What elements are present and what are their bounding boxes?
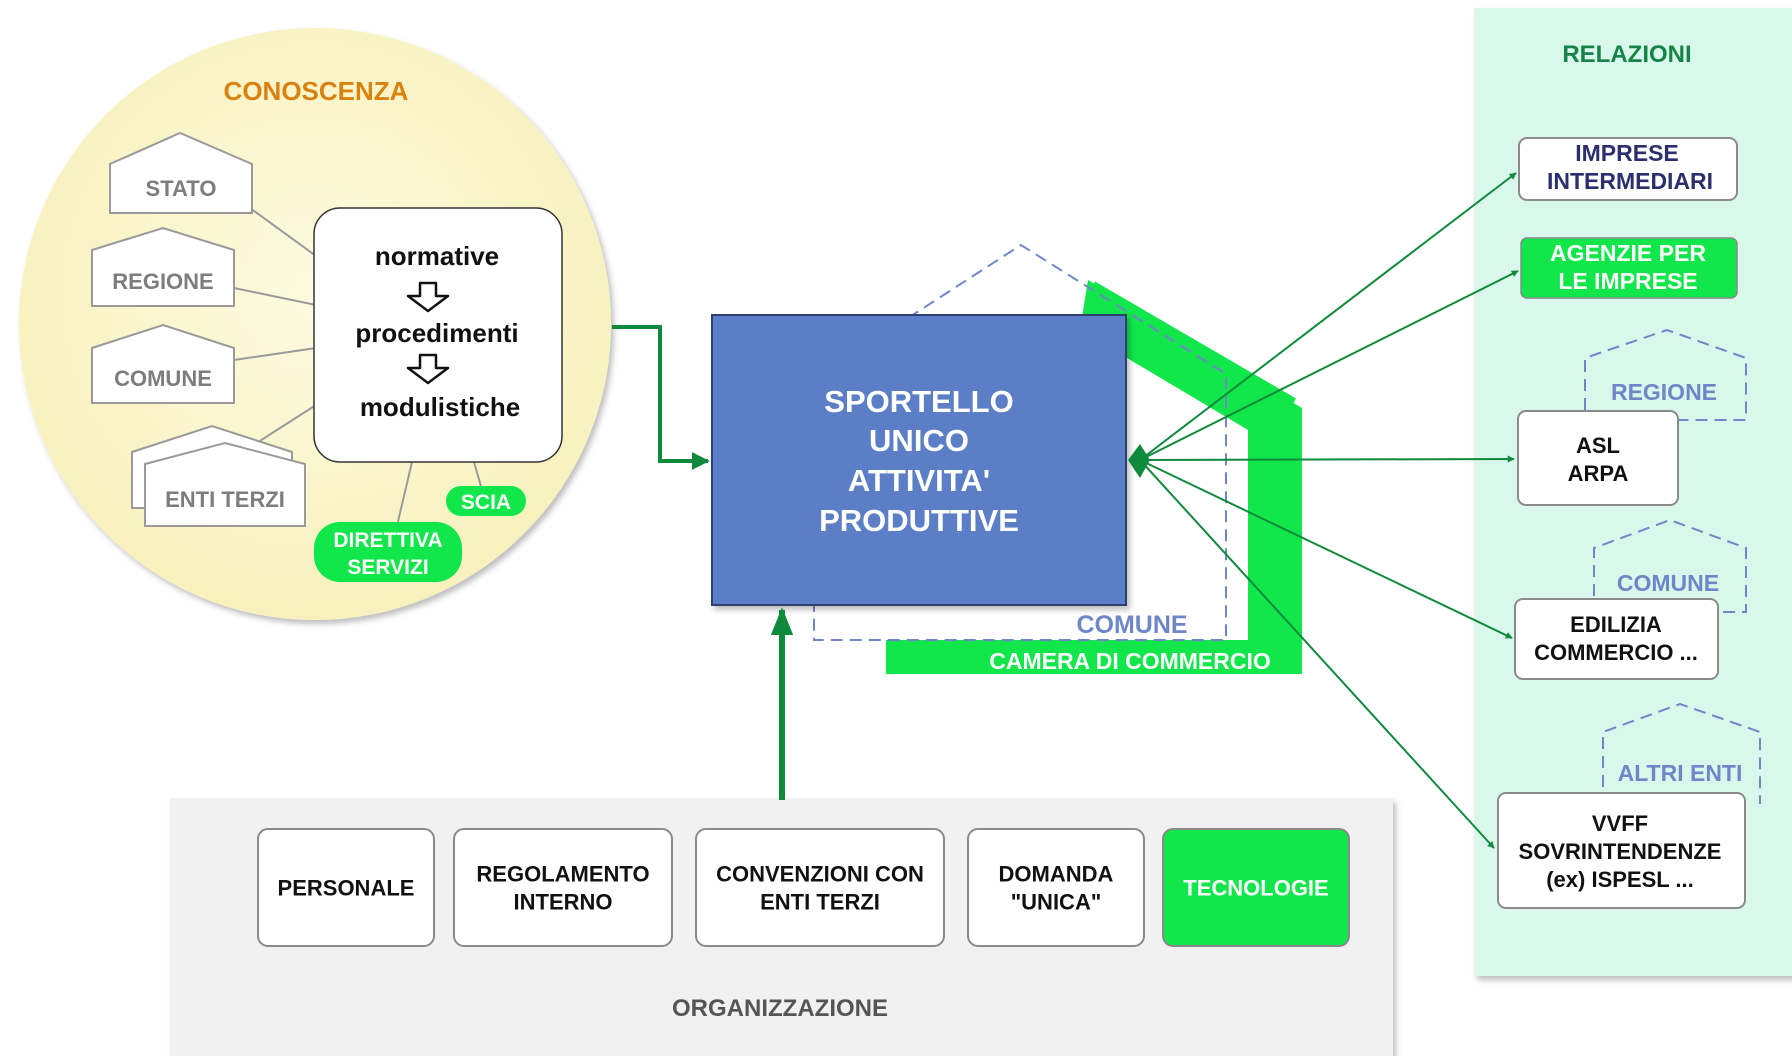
modulistiche-label: modulistiche: [360, 392, 520, 422]
org-item-0: PERSONALE: [257, 828, 435, 947]
comune-relazioni-house: COMUNE: [1593, 518, 1747, 613]
comune-relazioni-label: COMUNE: [1617, 570, 1719, 596]
source-comune-label: COMUNE: [114, 366, 212, 391]
arrows-origin-icon: [1128, 444, 1150, 478]
org-item-label: PERSONALE: [278, 876, 415, 901]
comune-house: COMUNE: [813, 243, 1227, 641]
relazioni-title: RELAZIONI: [1562, 41, 1691, 68]
edilizia-box: EDILIZIA COMMERCIO ...: [1514, 598, 1719, 680]
agenzie-line-1: AGENZIE PER: [1550, 240, 1706, 266]
arrow-to-vvff: [1139, 459, 1495, 849]
org-item-label: TECNOLOGIE: [1183, 876, 1328, 901]
source-stato: STATO: [109, 131, 253, 214]
asl-line-2: ARPA: [1568, 461, 1629, 486]
source-regione: REGIONE: [91, 226, 235, 307]
sportello-line-2: UNICO: [869, 423, 969, 458]
organizzazione-panel: ORGANIZZAZIONE PERSONALE REGOLAMENTO INTER…: [170, 798, 1393, 1056]
normative-box: normative procedimenti modulistiche: [313, 207, 563, 463]
org-item-1: REGOLAMENTO INTERNO: [453, 828, 673, 947]
sportello-box: SPORTELLO UNICO ATTIVITA' PRODUTTIVE: [711, 314, 1127, 606]
org-item-label: REGOLAMENTO: [476, 862, 649, 887]
org-item-box: [967, 828, 1145, 947]
scia-label: SCIA: [461, 491, 511, 514]
conoscenza-circle: CONOSCENZA STATO REGIONE COMUNE: [19, 28, 611, 620]
imprese-line-1: IMPRESE: [1575, 140, 1679, 166]
edilizia-line-1: EDILIZIA: [1570, 612, 1662, 637]
sportello-line-1: SPORTELLO: [824, 384, 1013, 419]
org-item-4: TECNOLOGIE: [1162, 828, 1350, 947]
source-enti-terzi-label: ENTI TERZI: [165, 487, 285, 512]
sportello-line-3: ATTIVITA': [848, 463, 990, 498]
comune-house-label: COMUNE: [1076, 611, 1187, 639]
vvff-line-1: VVFF: [1592, 811, 1648, 836]
org-item-label: INTERNO: [514, 890, 613, 915]
imprese-line-2: INTERMEDIARI: [1547, 168, 1713, 194]
sportello-line-4: PRODUTTIVE: [819, 503, 1019, 538]
org-item-label: DOMANDA: [999, 862, 1114, 887]
org-item-label: ENTI TERZI: [760, 890, 880, 915]
organizzazione-items: PERSONALE REGOLAMENTO INTERNO CONVENZIONI C…: [257, 828, 1350, 947]
org-item-box: [695, 828, 945, 947]
agenzie-box: AGENZIE PER LE IMPRESE: [1520, 237, 1738, 299]
down-arrow-icon: [406, 281, 450, 313]
organizzazione-title: ORGANIZZAZIONE: [672, 995, 888, 1022]
vvff-line-3: (ex) ISPESL ...: [1546, 867, 1694, 892]
org-item-label: CONVENZIONI CON: [716, 862, 924, 887]
flow-arrows: [612, 172, 1519, 849]
down-arrow-icon: [406, 353, 450, 385]
org-item-box: [453, 828, 673, 947]
org-item-3: DOMANDA "UNICA": [967, 828, 1145, 947]
arrow-to-asl: [1139, 455, 1515, 463]
regione-house: REGIONE: [1584, 328, 1747, 421]
source-regione-label: REGIONE: [112, 269, 213, 294]
org-item-2: CONVENZIONI CON ENTI TERZI: [695, 828, 945, 947]
asl-line-1: ASL: [1576, 433, 1620, 458]
org-item-box: [1162, 828, 1350, 947]
direttiva-servizi-tag: DIRETTIVA SERVIZI: [314, 522, 462, 582]
altri-enti-house: ALTRI ENTI: [1602, 702, 1761, 804]
source-connectors: [233, 207, 483, 531]
arrow-to-edilizia: [1139, 459, 1513, 639]
arrow-to-imprese: [1139, 172, 1517, 461]
direttiva-label: DIRETTIVA: [333, 529, 442, 552]
camera-commercio-house: CAMERA DI COMMERCIO: [886, 280, 1302, 674]
servizi-label: SERVIZI: [347, 556, 428, 579]
conoscenza-to-sportello-arrow: [612, 325, 710, 470]
agenzie-line-2: LE IMPRESE: [1558, 268, 1697, 294]
vvff-box: VVFF SOVRINTENDENZE (ex) ISPESL ...: [1497, 792, 1746, 909]
scia-tag: SCIA: [446, 486, 526, 516]
imprese-box: IMPRESE INTERMEDIARI: [1518, 137, 1738, 201]
org-item-label: "UNICA": [1011, 890, 1102, 915]
altri-enti-label: ALTRI ENTI: [1618, 760, 1743, 786]
edilizia-line-2: COMMERCIO ...: [1534, 640, 1698, 665]
conoscenza-title: CONOSCENZA: [224, 76, 409, 106]
regione-label: REGIONE: [1611, 379, 1717, 405]
source-stato-label: STATO: [146, 176, 217, 201]
arrow-to-agenzie: [1139, 270, 1519, 461]
camera-commercio-label: CAMERA DI COMMERCIO: [989, 648, 1271, 674]
asl-box: ASL ARPA: [1517, 410, 1679, 506]
source-comune: COMUNE: [91, 323, 235, 404]
normative-label: normative: [375, 241, 499, 271]
vvff-line-2: SOVRINTENDENZE: [1519, 839, 1722, 864]
procedimenti-label: procedimenti: [355, 318, 518, 348]
source-enti-terzi: ENTI TERZI: [131, 424, 306, 527]
org-item-box: [257, 828, 435, 947]
